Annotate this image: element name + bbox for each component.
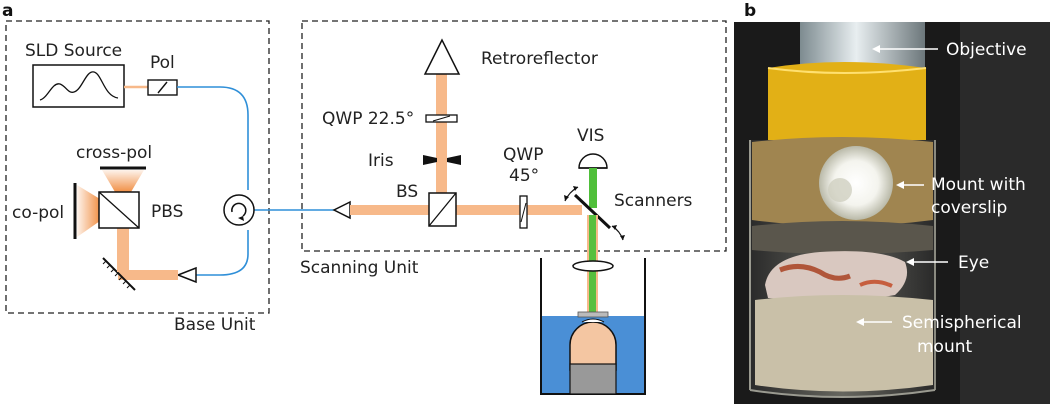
semispherical-label-line2: mount	[917, 337, 973, 357]
sld-spectrum-curve	[39, 71, 119, 101]
scanner-rotate-arrow-bottom	[611, 225, 625, 241]
circulator-arrow-head	[238, 216, 244, 221]
qwp-45-slash	[520, 202, 527, 223]
scanners-label: Scanners	[614, 191, 693, 211]
bs-diagonal	[428, 192, 457, 227]
mount-annotation	[896, 181, 924, 189]
base-collimator-icon	[175, 266, 197, 284]
qwp-45-label-line2: 45°	[509, 166, 539, 186]
cornea-icon	[581, 318, 605, 323]
qwp-45-label-line1: QWP	[503, 145, 543, 165]
base-beam-horizontal	[118, 270, 178, 280]
retroreflector-label: Retroreflector	[481, 49, 598, 69]
objective-lens-icon	[572, 260, 614, 272]
scan-beam-horizontal	[350, 205, 582, 215]
circulator-arrow-arc	[231, 202, 247, 217]
mount-label-line1: Mount with	[931, 175, 1026, 195]
fiber-pol-circulator	[177, 86, 249, 190]
qwp-225-slash	[432, 115, 451, 122]
eye-holder-block	[569, 363, 617, 395]
iris-left-blade	[423, 155, 437, 165]
pbs-label: PBS	[151, 202, 183, 222]
base-unit-label: Base Unit	[174, 315, 256, 335]
objective-annotation	[872, 45, 938, 53]
reference-arm-beam	[436, 74, 447, 210]
cross-pol-light-cone	[102, 170, 144, 192]
vis-label: VIS	[577, 126, 604, 146]
panel-letter-a: a	[2, 1, 13, 21]
pbs-diagonal	[98, 191, 140, 229]
scanning-unit-box	[301, 20, 727, 252]
scanner-mirror	[573, 193, 612, 230]
panel-letter-b: b	[744, 1, 756, 21]
grating-icon	[102, 257, 136, 291]
objective-label: Objective	[946, 40, 1027, 60]
co-pol-light-cone	[77, 185, 100, 237]
iris-right-blade	[447, 155, 461, 165]
coverslip-icon	[577, 311, 609, 318]
co-pol-label: co-pol	[12, 203, 64, 223]
polarizer-slash	[157, 81, 168, 94]
circulator-icon	[223, 194, 255, 226]
vis-beam-upper	[589, 168, 597, 208]
sld-source-box	[32, 64, 125, 108]
retroreflector-icon	[423, 38, 461, 75]
fiber-circulator-return	[196, 230, 249, 276]
qwp-225-label: QWP 22.5°	[322, 109, 414, 129]
bs-label: BS	[396, 182, 418, 202]
eye-model-icon	[569, 321, 617, 371]
iris-label: Iris	[368, 151, 394, 171]
sld-source-label: SLD Source	[25, 41, 122, 61]
base-beam-vertical	[117, 228, 129, 272]
base-unit-box	[5, 20, 270, 314]
scan-collimator-icon	[332, 200, 351, 220]
vis-display-icon	[578, 153, 608, 169]
eye-label: Eye	[958, 253, 989, 273]
scanner-rotate-arrow-top	[564, 186, 579, 202]
semispherical-annotation	[856, 318, 892, 326]
pol-label: Pol	[150, 53, 175, 73]
sample-photo	[734, 22, 1050, 404]
eye-annotation	[906, 258, 948, 266]
cross-pol-label: cross-pol	[76, 143, 152, 163]
mount-label-line2: coverslip	[931, 198, 1007, 218]
scanning-unit-label: Scanning Unit	[300, 258, 419, 278]
semispherical-label-line1: Semispherical	[902, 313, 1022, 333]
